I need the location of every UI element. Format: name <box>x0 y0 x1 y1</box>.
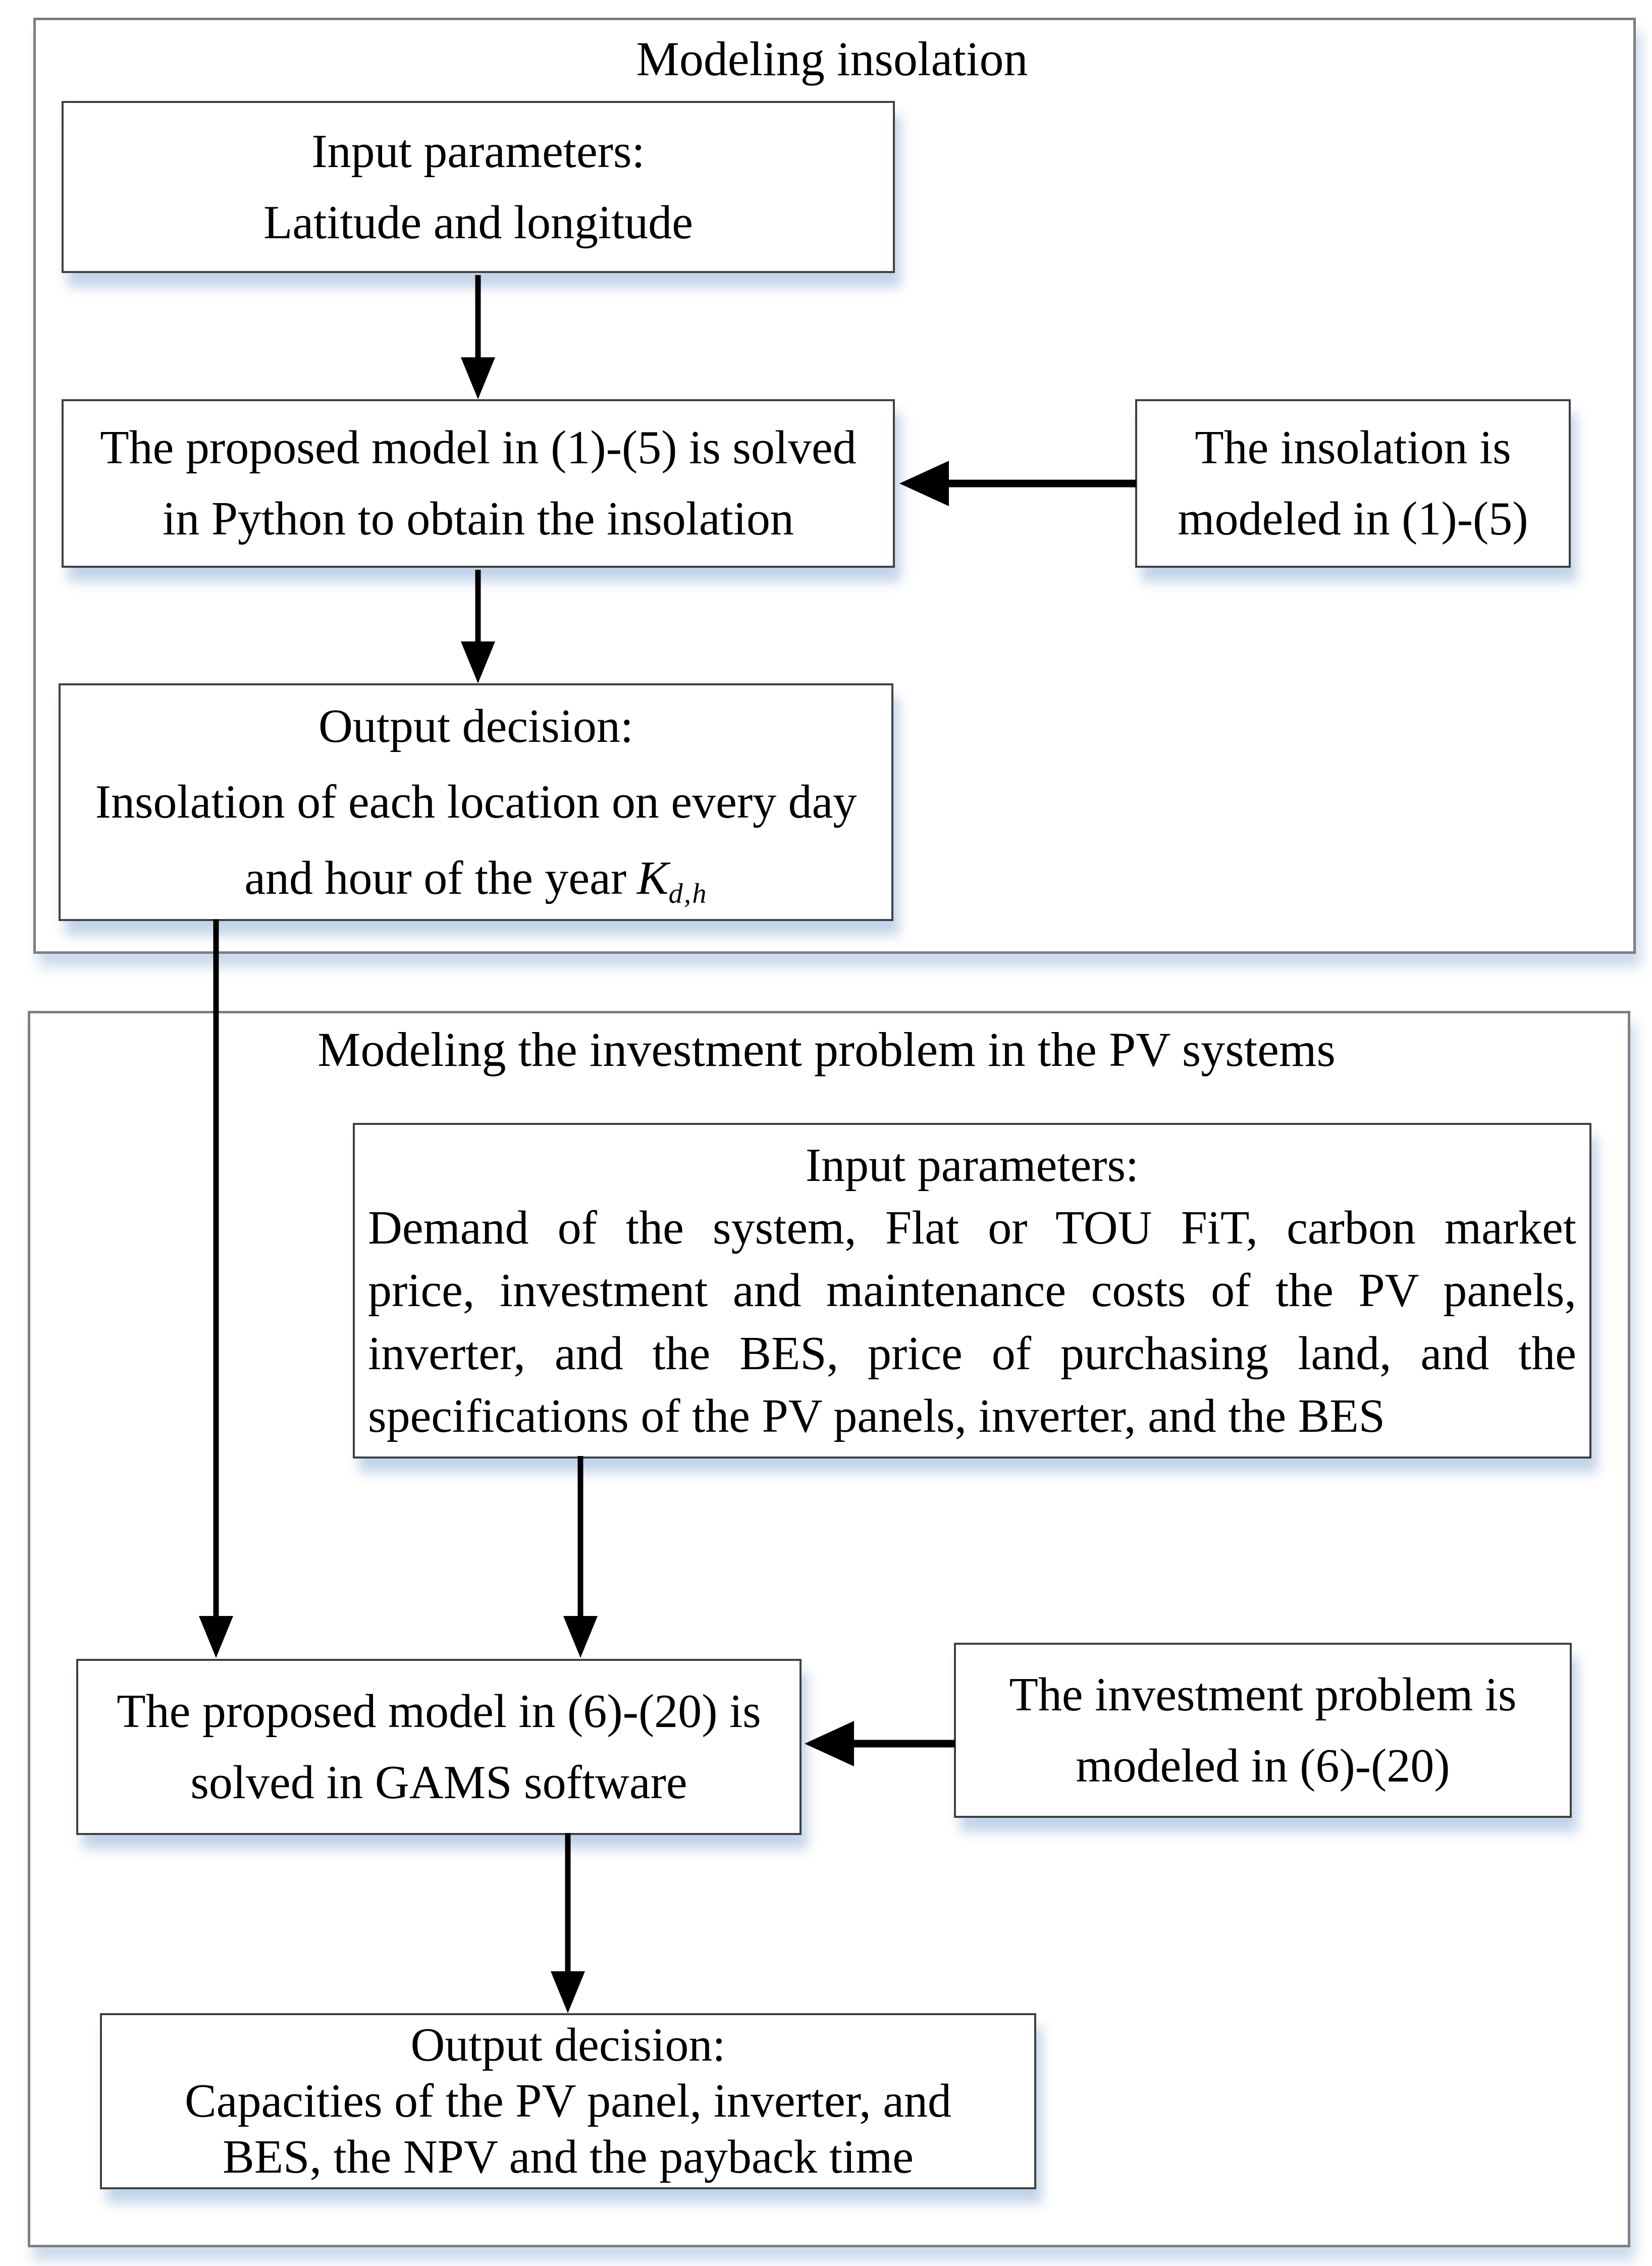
box-line: The investment problem is <box>1009 1668 1517 1721</box>
box-line: specifications of the PV panels, inverte… <box>368 1389 1385 1442</box>
box-line: in Python to obtain the insolation <box>163 493 794 545</box>
k-subscript: d,h <box>668 878 708 909</box>
box-output-decision-insolation: Output decision: Insolation of each loca… <box>59 683 893 921</box>
section-title-modeling-insolation: Modeling insolation <box>636 32 1028 86</box>
box-line: BES, the NPV and the payback time <box>223 2130 914 2183</box>
box-line: The proposed model in (6)-(20) is <box>117 1685 761 1738</box>
box-investment-modeled: The investment problem is modeled in (6)… <box>954 1643 1572 1818</box>
box-python-model: The proposed model in (1)-(5) is solved … <box>62 399 895 568</box>
box-line: Input parameters: <box>311 125 645 178</box>
box-line: Insolation of each location on every day <box>95 776 857 829</box>
box-heading: Input parameters: <box>805 1139 1139 1192</box>
box-output-decision-investment: Output decision: Capacities of the PV pa… <box>100 2013 1036 2189</box>
box-line: Output decision: <box>410 2019 726 2072</box>
box-line: The insolation is <box>1195 421 1511 474</box>
box-line: modeled in (1)-(5) <box>1178 493 1528 545</box>
box-line: Output decision: <box>318 699 633 752</box>
box-line: inverter, and the BES, price of purchasi… <box>368 1327 1576 1380</box>
box-gams-model: The proposed model in (6)-(20) is solved… <box>76 1659 802 1835</box>
box-insolation-modeled: The insolation is modeled in (1)-(5) <box>1135 399 1571 568</box>
box-line: Demand of the system, Flat or TOU FiT, c… <box>368 1202 1576 1255</box>
box-line: price, investment and maintenance costs … <box>368 1264 1576 1317</box>
box-line: The proposed model in (1)-(5) is solved <box>100 421 857 474</box>
box-line: solved in GAMS software <box>190 1756 687 1809</box>
box-line: modeled in (6)-(20) <box>1076 1739 1450 1792</box>
box-line: Latitude and longitude <box>263 196 693 249</box>
k-symbol: K <box>636 851 669 904</box>
section-title-investment-problem: Modeling the investment problem in the P… <box>317 1022 1336 1076</box>
box-input-parameters-insolation: Input parameters: Latitude and longitude <box>62 101 895 273</box>
box-input-parameters-investment: Input parameters: Demand of the system, … <box>353 1123 1591 1459</box>
box-line: Capacities of the PV panel, inverter, an… <box>185 2075 951 2128</box>
